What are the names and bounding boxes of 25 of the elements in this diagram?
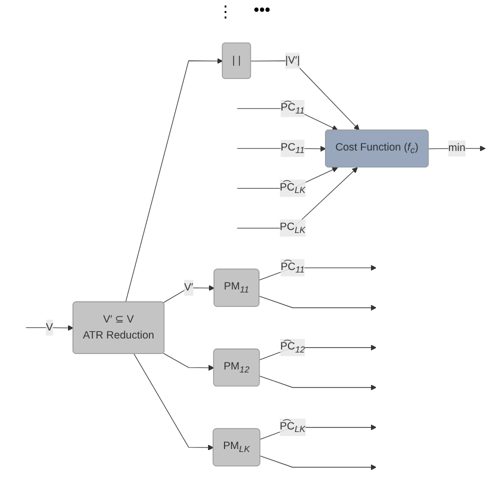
edge-label: P͡C$_{LK}$: [280, 420, 306, 434]
arrow: [26, 325, 74, 331]
edge-label: PC$_{11}$: [280, 142, 305, 156]
arrow: [236, 108, 338, 130]
edge-label: |V′|: [285, 54, 300, 66]
arrow: [162, 352, 214, 371]
arrow: [134, 354, 214, 450]
arrow: [250, 60, 360, 130]
ellipsis-mark: •••: [254, 2, 270, 21]
edge-label: P͡C$_{12}$: [280, 340, 305, 354]
arrow: [259, 296, 376, 311]
edge-label: P͡C$_{11}$: [280, 261, 305, 275]
edge-label: V′: [184, 282, 194, 294]
arrow: [162, 285, 215, 304]
edge-label: PC$_{LK}$: [280, 222, 306, 235]
arrow: [259, 376, 376, 390]
edge-label: min: [448, 142, 466, 154]
ellipsis-mark: ⋮: [218, 3, 234, 22]
arrow: [259, 264, 376, 280]
edge-label: V: [46, 322, 53, 333]
arrow: [260, 456, 376, 470]
arrow: [125, 58, 223, 302]
arrow: [236, 146, 326, 152]
edge-label: P͡C$_{LK}$: [280, 182, 306, 196]
edge-label: P͡C$_{11}$: [280, 102, 305, 116]
